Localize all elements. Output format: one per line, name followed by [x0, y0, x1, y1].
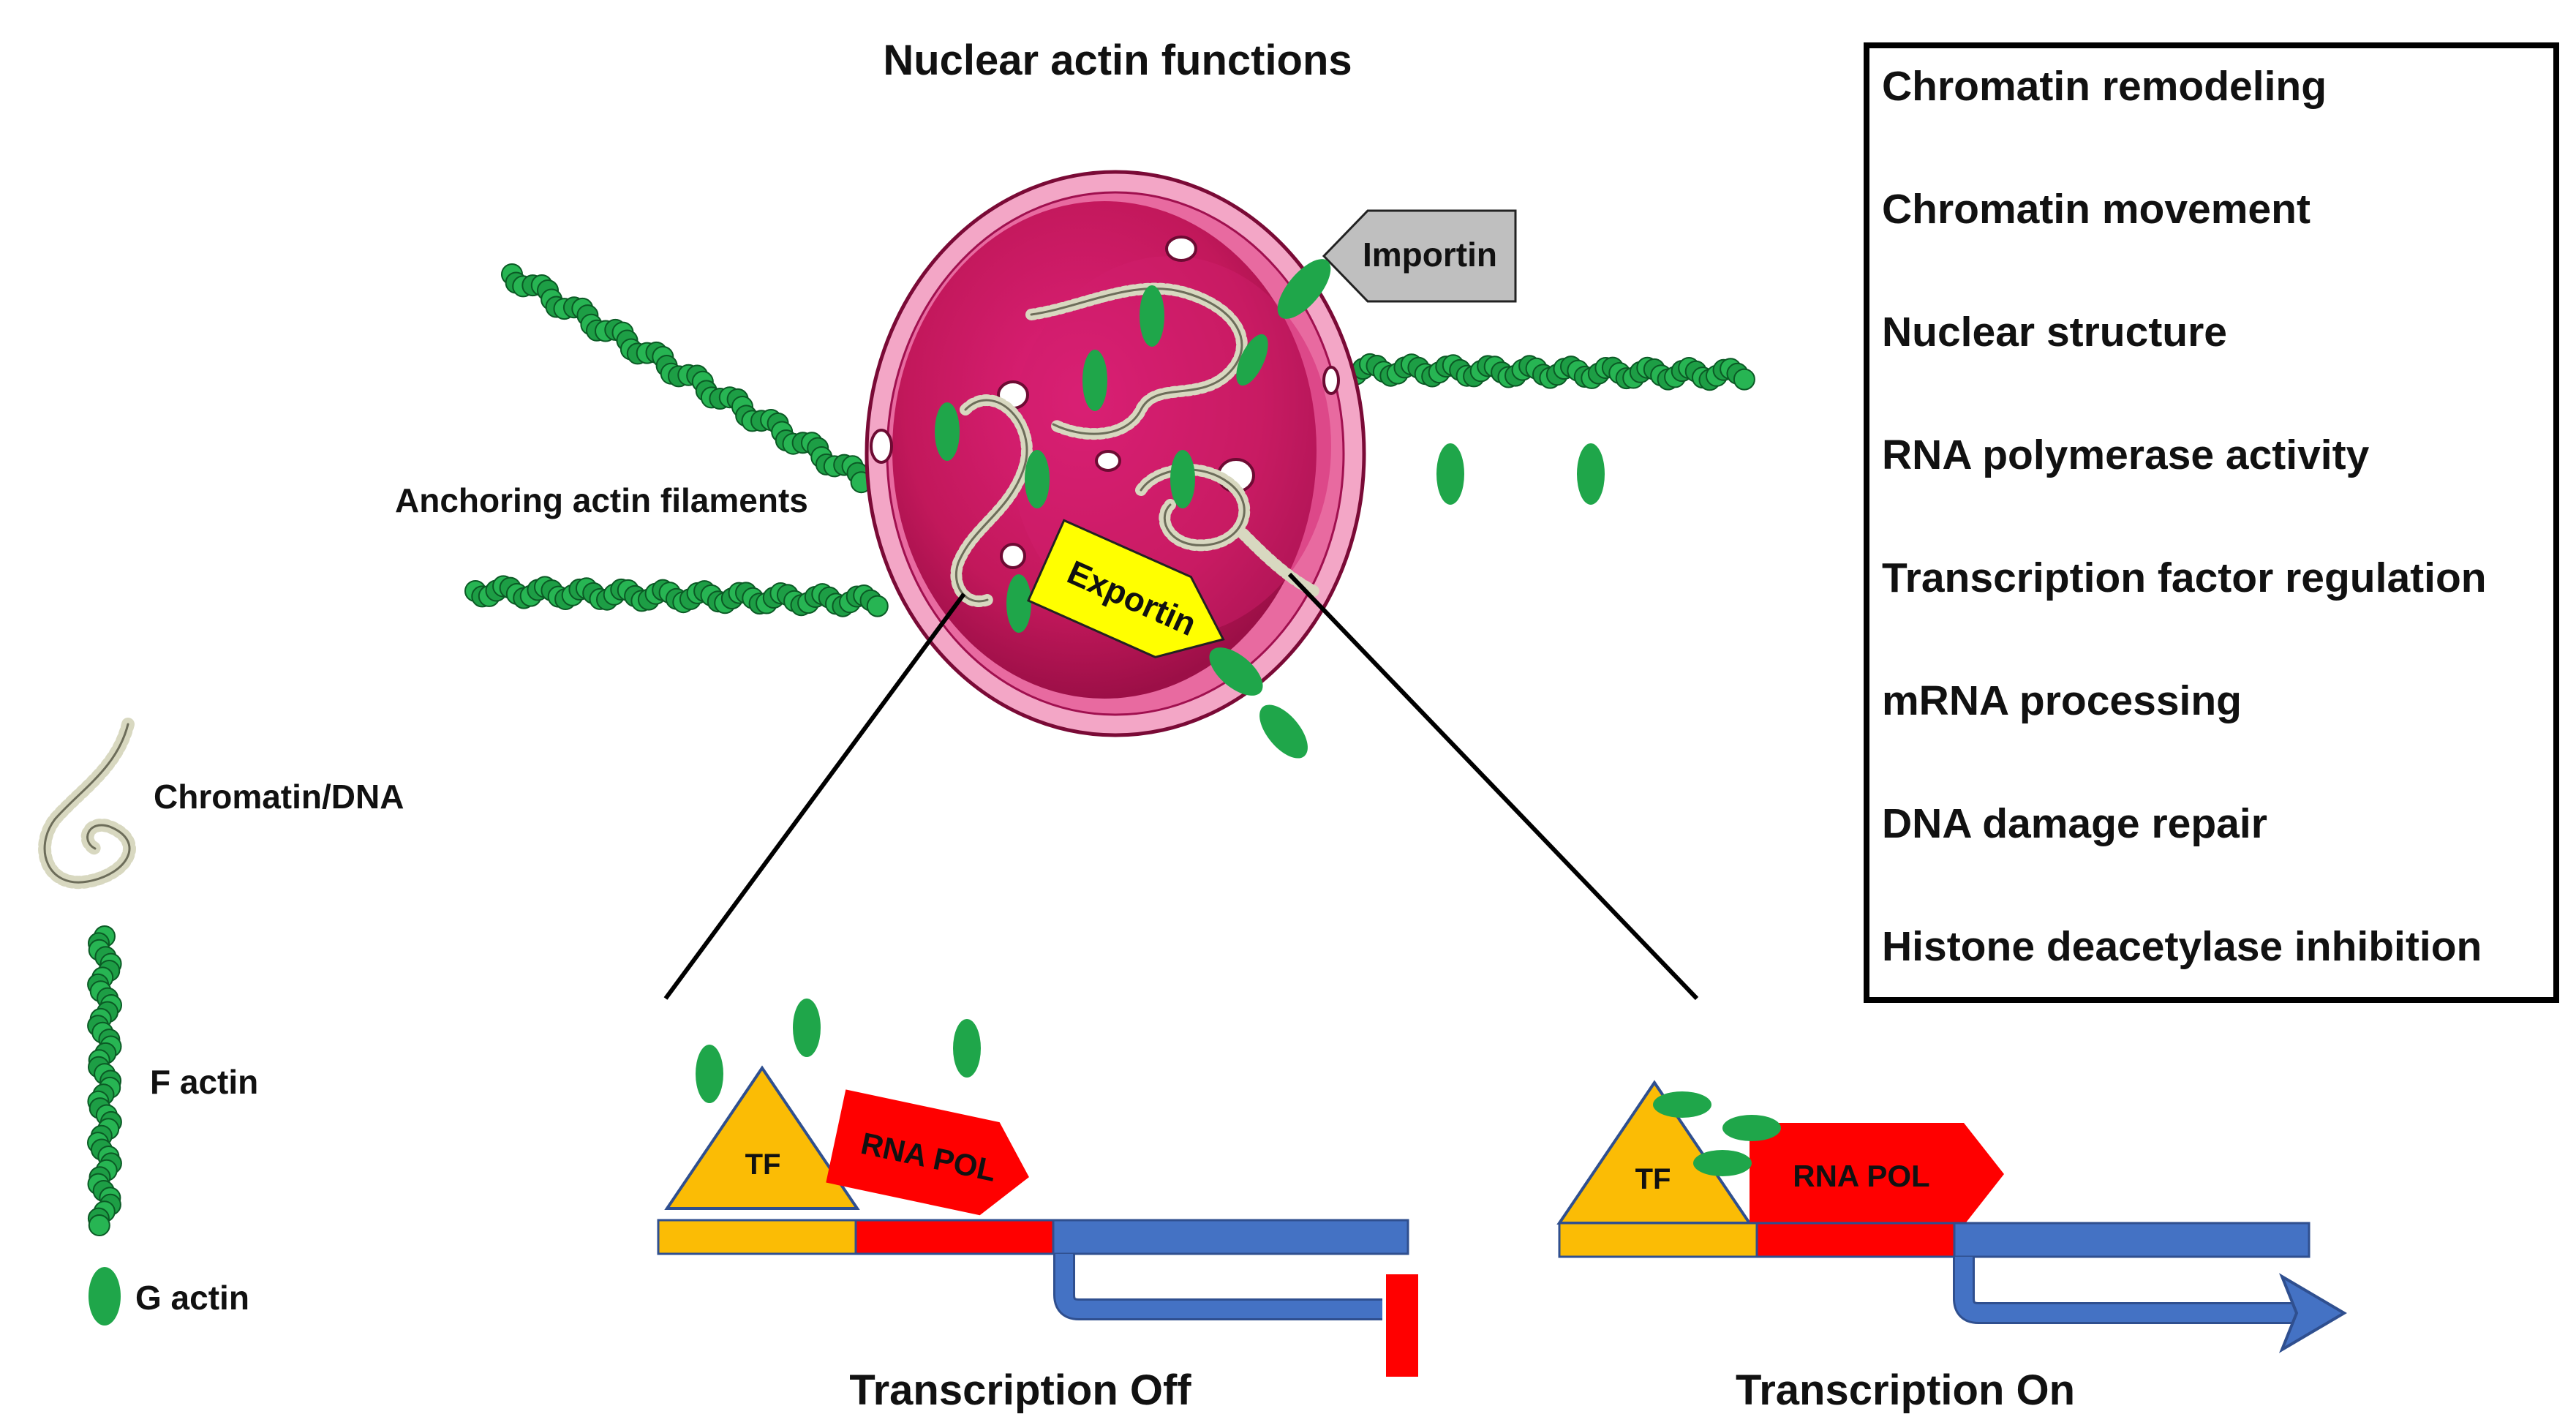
- legend-chromatin-label: Chromatin/DNA: [154, 778, 404, 816]
- importin-shape: Importin: [1322, 209, 1517, 303]
- diagram-title: Nuclear actin functions: [883, 37, 1352, 84]
- panel-transcription-on: TF RNA POL Transcription On: [1556, 1080, 2347, 1414]
- legend-chromatin-icon: [38, 718, 136, 890]
- g-actin-importin: [1277, 259, 1331, 319]
- legend-f-actin-icon: [87, 925, 122, 1236]
- dna-tf-segment-on: [1558, 1222, 1758, 1258]
- dna-gene-segment-off: [1052, 1219, 1409, 1255]
- transcription-on-label: Transcription On: [1736, 1366, 2075, 1414]
- legend-g-actin-icon: [88, 1267, 121, 1326]
- rna-pol-off: RNA POL: [826, 1089, 1029, 1216]
- nucleus: [865, 170, 1366, 737]
- transcription-off-label: Transcription Off: [849, 1366, 1191, 1414]
- g-actin-cytoplasm: [1436, 443, 1605, 505]
- transcript-arrowhead: [2278, 1273, 2347, 1353]
- dna-pol-segment-on: [1755, 1222, 1956, 1258]
- importin-label: Importin: [1363, 236, 1497, 274]
- g-actin-free: [696, 999, 981, 1103]
- function-item: Histone deacetylase inhibition: [1882, 923, 2482, 970]
- tf-label-off: TF: [745, 1148, 781, 1181]
- nuclear-pores: [870, 236, 1340, 569]
- legend-g-actin-label: G actin: [135, 1279, 249, 1317]
- legend-f-actin-label: F actin: [150, 1063, 258, 1101]
- legend: Chromatin/DNA F actin G actin: [38, 718, 404, 1326]
- transcript-arrow-off: [1055, 1254, 1382, 1318]
- tf-triangle-off: [664, 1065, 860, 1210]
- dna-gene-segment-on: [1953, 1222, 2311, 1258]
- dna-pol-segment-off: [854, 1219, 1055, 1255]
- function-item: Chromatin remodeling: [1882, 63, 2327, 110]
- g-actin-nuclear: [935, 285, 1268, 633]
- panel-transcription-off: TF RNA POL Transcription Off: [657, 999, 1418, 1414]
- function-item: Chromatin movement: [1882, 186, 2311, 233]
- function-item: DNA damage repair: [1882, 800, 2267, 847]
- g-actin-exportin: [1209, 647, 1308, 759]
- function-item: mRNA processing: [1882, 677, 2242, 724]
- anchoring-filament-right: [1331, 353, 1755, 391]
- tf-label-on: TF: [1635, 1163, 1671, 1195]
- function-item: Transcription factor regulation: [1882, 554, 2487, 601]
- function-item: Nuclear structure: [1882, 309, 2227, 356]
- rna-pol-on: [1750, 1123, 2004, 1225]
- anchoring-label: Anchoring actin filaments: [395, 481, 808, 519]
- rna-pol-label-on: RNA POL: [1793, 1159, 1929, 1193]
- dna-tf-segment-off: [657, 1219, 857, 1255]
- anchoring-filament-upper-left: [501, 263, 873, 494]
- transcript-arrow-on: [1955, 1257, 2297, 1322]
- anchoring-filament-lower-left: [464, 575, 889, 617]
- zoom-lines: [663, 572, 1699, 1001]
- function-item: RNA polymerase activity: [1882, 432, 2370, 478]
- g-actin-bound: [1653, 1091, 1781, 1176]
- stop-bar: [1386, 1274, 1418, 1377]
